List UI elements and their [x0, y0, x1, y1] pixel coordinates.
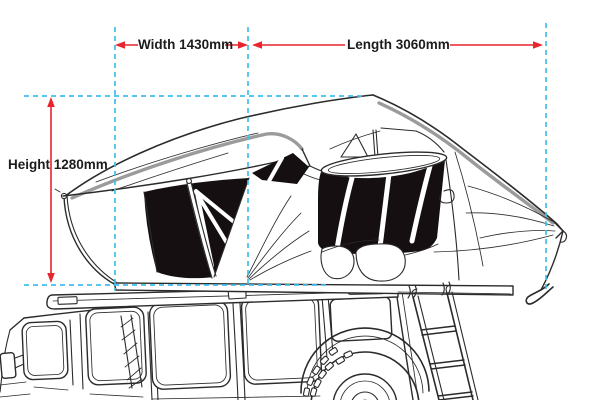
fly-front-seam — [70, 132, 304, 200]
side-window-1 — [85, 306, 147, 389]
tent-floor — [113, 281, 514, 299]
quarter-window — [329, 296, 393, 342]
tire-tread-knobs — [302, 347, 353, 397]
tent-pole — [334, 175, 355, 252]
ladder — [411, 284, 479, 400]
tent-rear-corner — [525, 216, 568, 305]
window-left-edge — [143, 191, 158, 273]
front-window — [143, 177, 250, 280]
doorway — [318, 160, 445, 255]
side-window-2 — [148, 300, 232, 390]
vehicle-illustration — [0, 285, 430, 400]
width-dimension-label: Width 1430mm — [138, 37, 234, 52]
corner-pole — [445, 159, 460, 281]
fabric-wrinkles — [246, 195, 312, 281]
window-rod — [186, 178, 217, 280]
rolled-toggle — [439, 189, 455, 204]
height-dimension-line — [47, 97, 55, 283]
dimension-arrows — [47, 41, 543, 283]
doorway-rim — [320, 151, 448, 177]
inner-tent-peak — [329, 127, 445, 158]
tent-pole — [409, 163, 433, 244]
side-window-3 — [240, 293, 323, 385]
rear-wheel-arch — [300, 327, 430, 396]
windshield — [21, 320, 69, 381]
tent-top-edge — [63, 94, 374, 198]
tent-pole — [377, 171, 392, 250]
bedding — [320, 239, 439, 282]
height-dimension-label: Height 1280mm — [8, 157, 108, 172]
rear-panel — [433, 151, 556, 281]
tent-rear-slope-edge — [372, 94, 564, 232]
length-dimension-label: Length 3060mm — [347, 37, 450, 52]
length-dimension-line — [252, 41, 543, 49]
window-right-edge — [213, 177, 250, 278]
interior-gap — [252, 153, 309, 184]
window-divider-hatched — [120, 314, 143, 389]
rear-strap — [525, 283, 554, 305]
floor-straps — [407, 281, 451, 299]
dimension-guides — [24, 23, 547, 293]
tent-illustration — [54, 94, 568, 305]
fly-rear-seam — [377, 101, 555, 225]
width-dimension-line — [115, 41, 248, 49]
ladder-hooks — [411, 284, 452, 298]
rear-wheel — [302, 347, 420, 400]
